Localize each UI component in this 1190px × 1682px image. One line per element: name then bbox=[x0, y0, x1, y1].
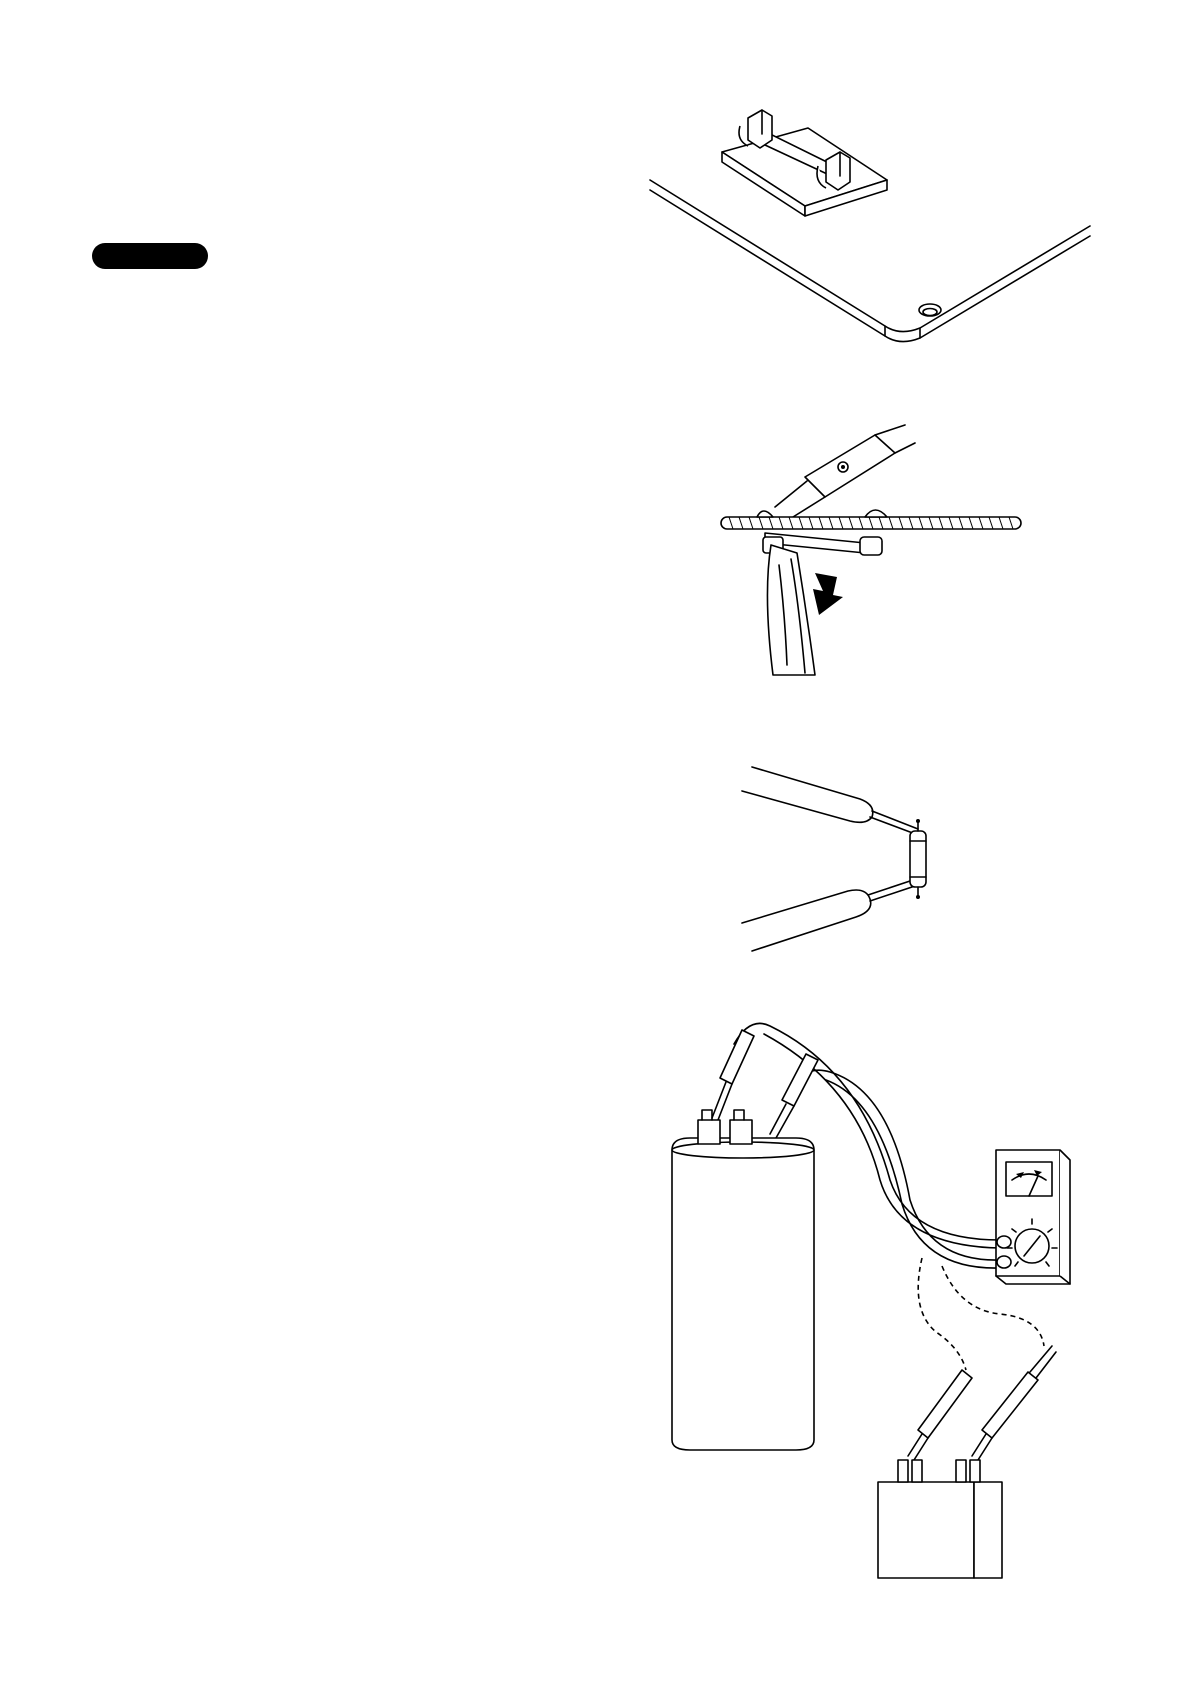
figure-fuse-holder-on-board bbox=[640, 100, 1100, 350]
figure-fuse-continuity-test bbox=[740, 765, 940, 965]
figure-fuse-removal-with-pliers bbox=[715, 425, 1025, 685]
section-tab bbox=[92, 243, 208, 269]
figure-capacitor-test-with-multimeter bbox=[660, 1010, 1100, 1530]
